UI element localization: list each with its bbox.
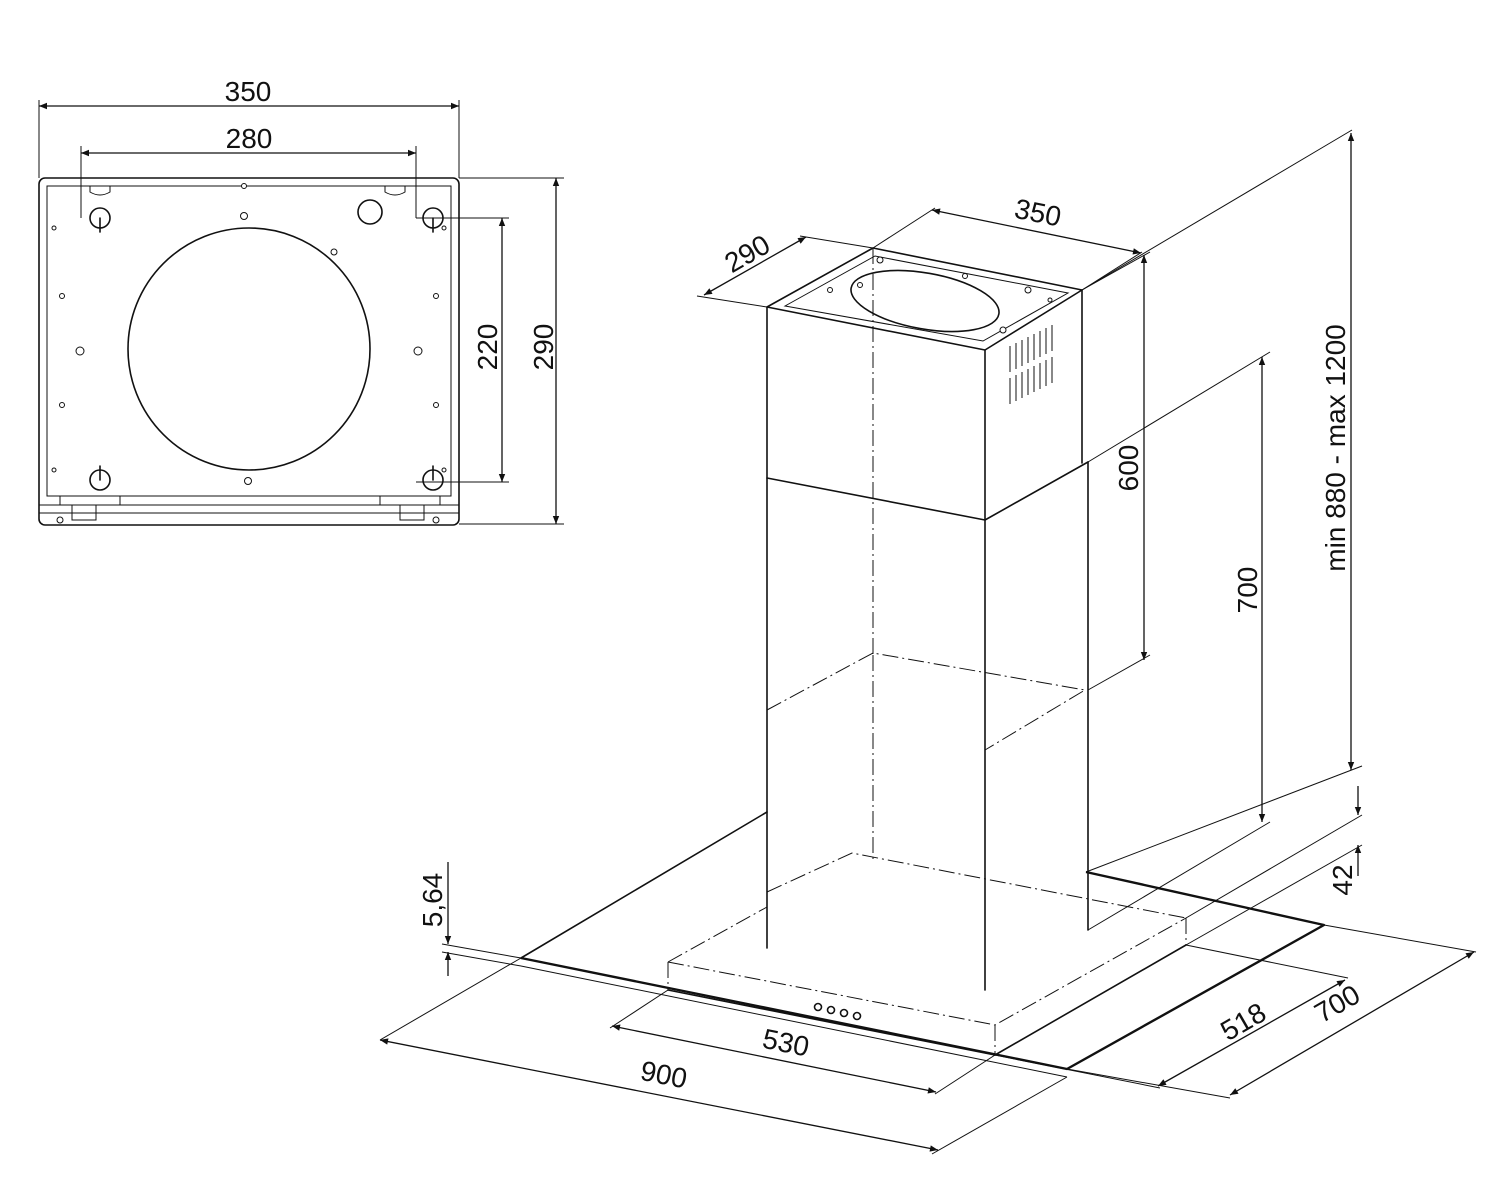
dimension-upper-600: 600 — [1081, 251, 1151, 691]
dim-label-290-top: 290 — [528, 324, 559, 371]
dimension-depth-290: 290 — [459, 177, 564, 525]
dim-label-290-chimney: 290 — [719, 229, 775, 279]
top-face-holes — [827, 256, 1053, 334]
control-button-icon — [813, 1002, 823, 1012]
dimension-width-350: 350 — [38, 76, 460, 178]
dimension-body-518: 518 — [994, 944, 1349, 1089]
dimension-lower-700: 700 — [1087, 351, 1271, 931]
vent-grille — [1009, 325, 1053, 404]
dim-label-900: 900 — [638, 1055, 690, 1094]
dim-label-42: 42 — [1327, 864, 1358, 895]
dim-label-220: 220 — [472, 324, 503, 371]
dim-label-280: 280 — [226, 123, 273, 154]
dim-label-350: 350 — [225, 76, 272, 107]
dim-label-600: 600 — [1113, 445, 1144, 492]
hidden-body — [667, 906, 768, 963]
plate-tabs-bottom — [59, 496, 441, 505]
keyhole-slot — [422, 465, 444, 491]
dim-label-518: 518 — [1215, 997, 1271, 1047]
plate-inner-border — [46, 185, 452, 497]
keyhole-slot — [422, 207, 444, 233]
hood-3d-view — [520, 247, 1326, 1078]
dim-label-700-height: 700 — [1232, 567, 1263, 614]
dim-label-total-height: min 880 - max 1200 — [1320, 324, 1351, 571]
duct-opening — [127, 227, 371, 471]
cable-hole — [357, 199, 383, 225]
section-joint — [766, 461, 1089, 521]
screw-holes — [51, 183, 447, 524]
dimension-glass-5-64: 5,64 — [417, 862, 522, 976]
keyhole-slot — [89, 207, 111, 233]
plate-tab — [89, 186, 111, 196]
dim-label-5-64: 5,64 — [417, 873, 448, 928]
keyhole-slot — [89, 465, 111, 491]
top-view-plate — [38, 177, 460, 526]
plate-outline — [38, 177, 460, 526]
control-buttons — [813, 1002, 862, 1021]
control-button-icon — [852, 1011, 862, 1021]
dim-label-350-chimney: 350 — [1012, 193, 1064, 233]
dimension-hole-spacing-280: 280 — [80, 123, 417, 218]
chimney-top-face — [766, 247, 1083, 351]
dimension-hole-vertical-220: 220 — [416, 217, 509, 483]
chimney-duct-hole — [850, 269, 1000, 333]
hidden-body — [667, 917, 1187, 1026]
plate-clips — [71, 505, 425, 521]
dimension-total-height: min 880 - max 1200 — [1081, 129, 1363, 873]
body-right-lower-edge — [994, 944, 1187, 1056]
glass-canopy-back-left — [520, 811, 768, 959]
plate-tab — [384, 186, 406, 196]
dimension-canopy-700: 700 — [1066, 924, 1477, 1099]
hidden-section-outline — [766, 652, 1087, 751]
chimney-top-inner — [783, 255, 1070, 342]
hidden-body — [766, 852, 1187, 919]
control-button-icon — [839, 1008, 849, 1018]
control-button-icon — [826, 1005, 836, 1015]
dim-label-530: 530 — [760, 1023, 812, 1063]
glass-canopy-outline — [520, 870, 1326, 1071]
dimension-canopy-42: 42 — [1185, 786, 1363, 946]
glass-thickness-edge — [520, 965, 1068, 1078]
body-front-lower-edge — [667, 989, 996, 1056]
dimension-chimney-depth-290: 290 — [696, 229, 874, 308]
